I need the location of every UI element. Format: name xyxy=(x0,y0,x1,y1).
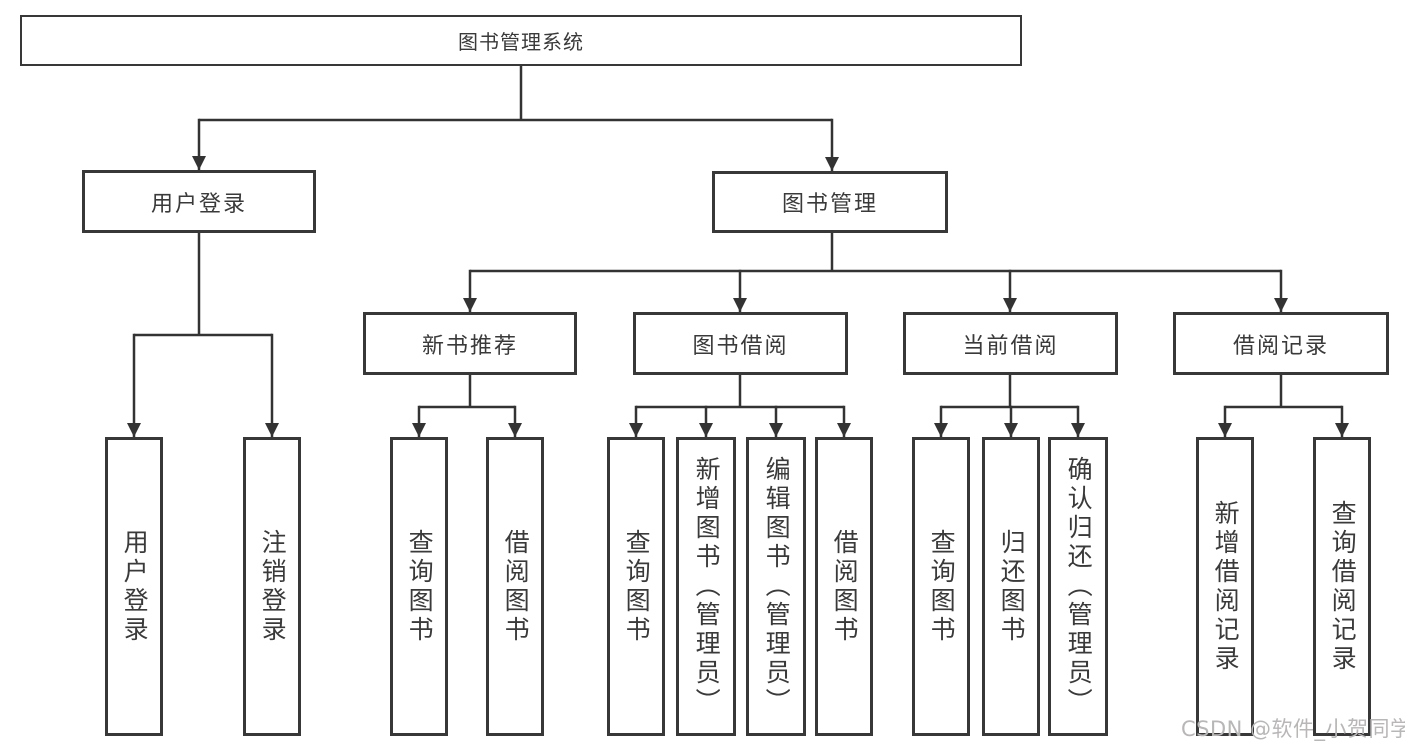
node-current-borrowing: 当前借阅 xyxy=(903,312,1118,375)
leaf-logout-label: 注销登录 xyxy=(258,528,288,645)
leaf-user-login: 用户登录 xyxy=(105,437,163,736)
leaf-return-book-label: 归还图书 xyxy=(997,528,1027,645)
csdn-watermark: CSDN @软件_小贺同学 xyxy=(1181,717,1405,741)
leaf-add-book-admin-label: 新增图书（管理员） xyxy=(692,456,722,717)
node-library-management-system-label: 图书管理系统 xyxy=(458,30,584,54)
leaf-borrow-books-label: 借阅图书 xyxy=(830,528,860,645)
node-borrowing-records-label: 借阅记录 xyxy=(1232,333,1329,359)
node-book-management: 图书管理 xyxy=(712,171,948,233)
leaf-borrow-books: 借阅图书 xyxy=(815,437,873,736)
leaf-add-book-admin: 新增图书（管理员） xyxy=(676,437,736,736)
leaf-borrow-books-recommend: 借阅图书 xyxy=(486,437,544,736)
leaf-return-book: 归还图书 xyxy=(982,437,1040,736)
node-book-borrowing-label: 图书借阅 xyxy=(692,333,789,359)
leaf-query-borrow-record-label: 查询借阅记录 xyxy=(1328,499,1358,674)
leaf-edit-book-admin: 编辑图书（管理员） xyxy=(746,437,806,736)
leaf-query-books-current: 查询图书 xyxy=(912,437,970,736)
node-new-book-recommendation: 新书推荐 xyxy=(363,312,577,375)
leaf-query-books-current-label: 查询图书 xyxy=(927,528,957,645)
leaf-borrow-books-recommend-label: 借阅图书 xyxy=(501,528,531,645)
node-book-borrowing: 图书借阅 xyxy=(633,312,848,375)
leaf-add-borrow-record-label: 新增借阅记录 xyxy=(1211,499,1241,674)
node-current-borrowing-label: 当前借阅 xyxy=(962,333,1059,359)
leaf-query-borrow-record: 查询借阅记录 xyxy=(1313,437,1371,736)
node-new-book-recommendation-label: 新书推荐 xyxy=(421,333,518,359)
leaf-query-books-borrowing: 查询图书 xyxy=(607,437,665,736)
leaf-edit-book-admin-label: 编辑图书（管理员） xyxy=(762,456,792,717)
node-library-management-system: 图书管理系统 xyxy=(20,15,1022,66)
node-user-login-label: 用户登录 xyxy=(150,191,247,217)
leaf-query-books-recommend-label: 查询图书 xyxy=(405,528,435,645)
leaf-confirm-return-admin: 确认归还（管理员） xyxy=(1048,437,1108,736)
leaf-logout: 注销登录 xyxy=(243,437,301,736)
leaf-add-borrow-record: 新增借阅记录 xyxy=(1196,437,1254,736)
leaf-query-books-borrowing-label: 查询图书 xyxy=(622,528,652,645)
node-borrowing-records: 借阅记录 xyxy=(1173,312,1389,375)
leaf-user-login-label: 用户登录 xyxy=(120,528,150,645)
leaf-query-books-recommend: 查询图书 xyxy=(390,437,448,736)
leaf-confirm-return-admin-label: 确认归还（管理员） xyxy=(1064,456,1094,717)
node-user-login: 用户登录 xyxy=(82,170,316,233)
node-book-management-label: 图书管理 xyxy=(781,192,878,217)
